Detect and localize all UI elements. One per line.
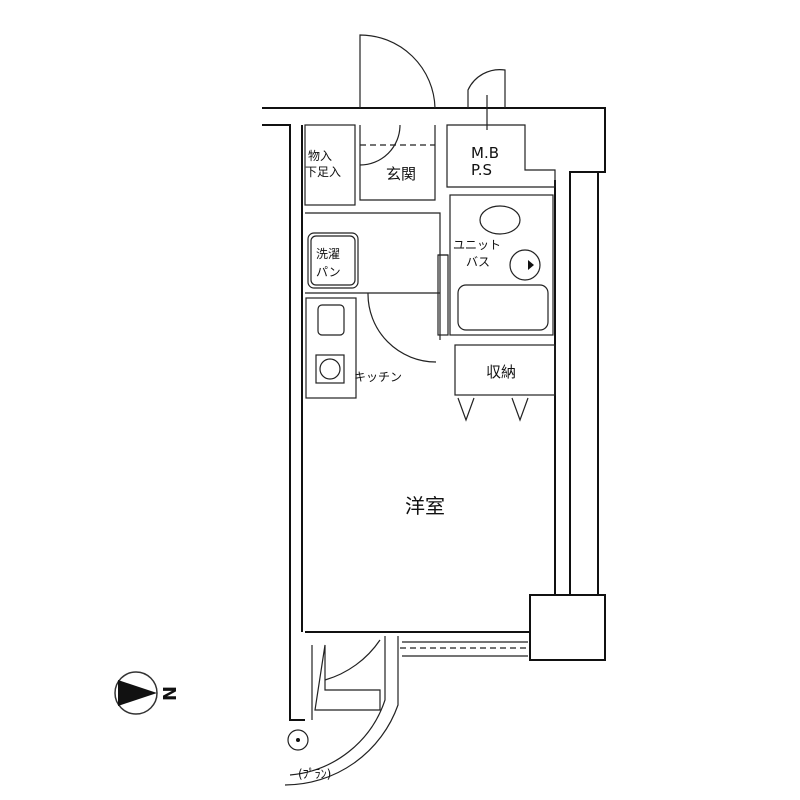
label-pan: パン (316, 265, 341, 279)
north-arrow-icon (118, 680, 157, 706)
north-compass: N (114, 671, 179, 715)
kitchen-door (367, 292, 437, 363)
washer-pan (307, 232, 359, 289)
label-entrance: 玄関 (386, 165, 416, 183)
mbps-closet (446, 69, 556, 188)
label-western-room: 洋室 (405, 494, 445, 518)
label-kitchen: キッチン (354, 370, 402, 384)
label-unit: ユニット (453, 238, 501, 252)
label-bath: バス (466, 255, 490, 269)
balcony: (ﾌﾟﾗﾝ) (284, 636, 528, 786)
shoe-storage (304, 124, 356, 206)
unit-bath (437, 194, 554, 336)
compass-label: N (158, 686, 179, 701)
label-closet: 収納 (486, 363, 516, 381)
label-shoe-storage: 下足入 (305, 165, 341, 179)
balcony-note: (ﾌﾟﾗﾝ) (298, 767, 331, 781)
label-mb: M.B (471, 144, 499, 162)
outer-walls (262, 107, 606, 721)
label-washer: 洗濯 (316, 247, 340, 261)
label-ps: P.S (471, 161, 492, 179)
entrance-door (359, 34, 436, 201)
closet (454, 344, 556, 422)
label-storage: 物入 (308, 149, 332, 163)
kitchen-counter (305, 297, 357, 399)
